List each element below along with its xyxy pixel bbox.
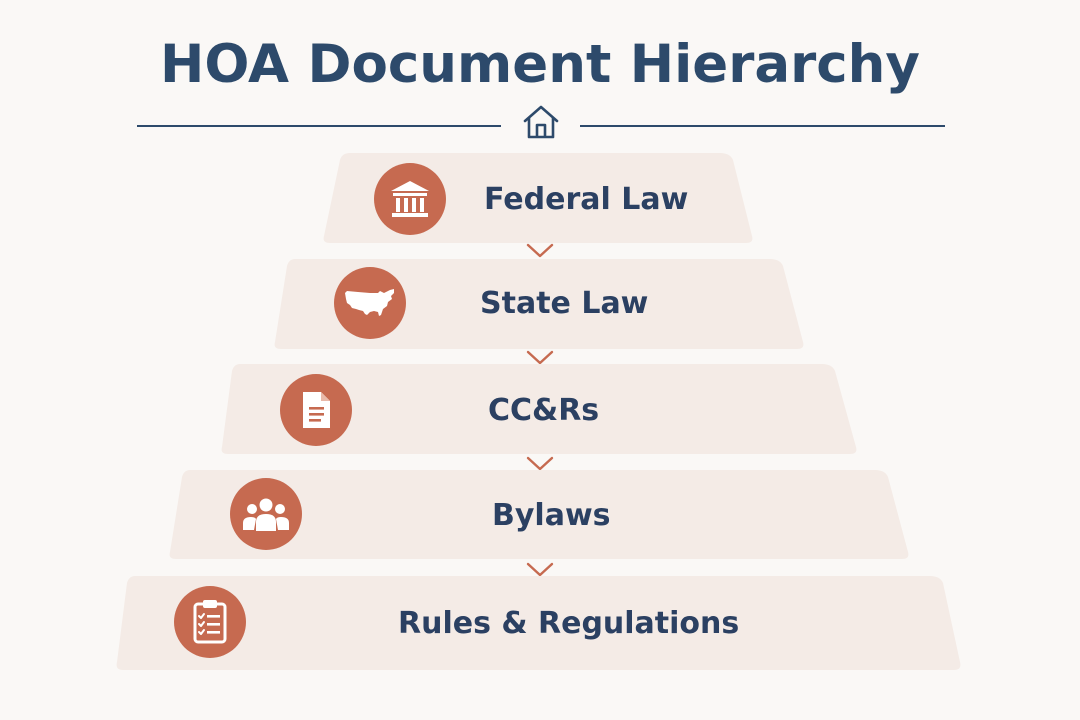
tier-icon-circle <box>374 163 446 235</box>
tier-icon-circle <box>230 478 302 550</box>
us-map-icon <box>345 289 394 316</box>
house-icon <box>523 105 559 139</box>
tier-icon-circle <box>334 267 406 339</box>
document-icon <box>303 392 330 428</box>
tier-label: CC&Rs <box>488 393 600 428</box>
clipboard-checklist-icon <box>193 600 227 644</box>
title-divider-right <box>580 125 945 127</box>
chevron-down-icon <box>526 456 554 471</box>
tier-icon-circle <box>174 586 246 658</box>
people-icon <box>243 498 289 531</box>
tier-label: State Law <box>480 286 649 321</box>
tier-label: Federal Law <box>484 182 689 217</box>
title-divider-left <box>137 125 501 127</box>
chevron-down-icon <box>526 350 554 365</box>
chevron-down-icon <box>526 243 554 258</box>
tier-icon-circle <box>280 374 352 446</box>
chevron-down-icon <box>526 562 554 577</box>
tier-label: Bylaws <box>492 498 611 533</box>
tier-label: Rules & Regulations <box>398 606 740 641</box>
page-title: HOA Document Hierarchy <box>160 34 920 95</box>
courthouse-icon <box>391 181 429 217</box>
